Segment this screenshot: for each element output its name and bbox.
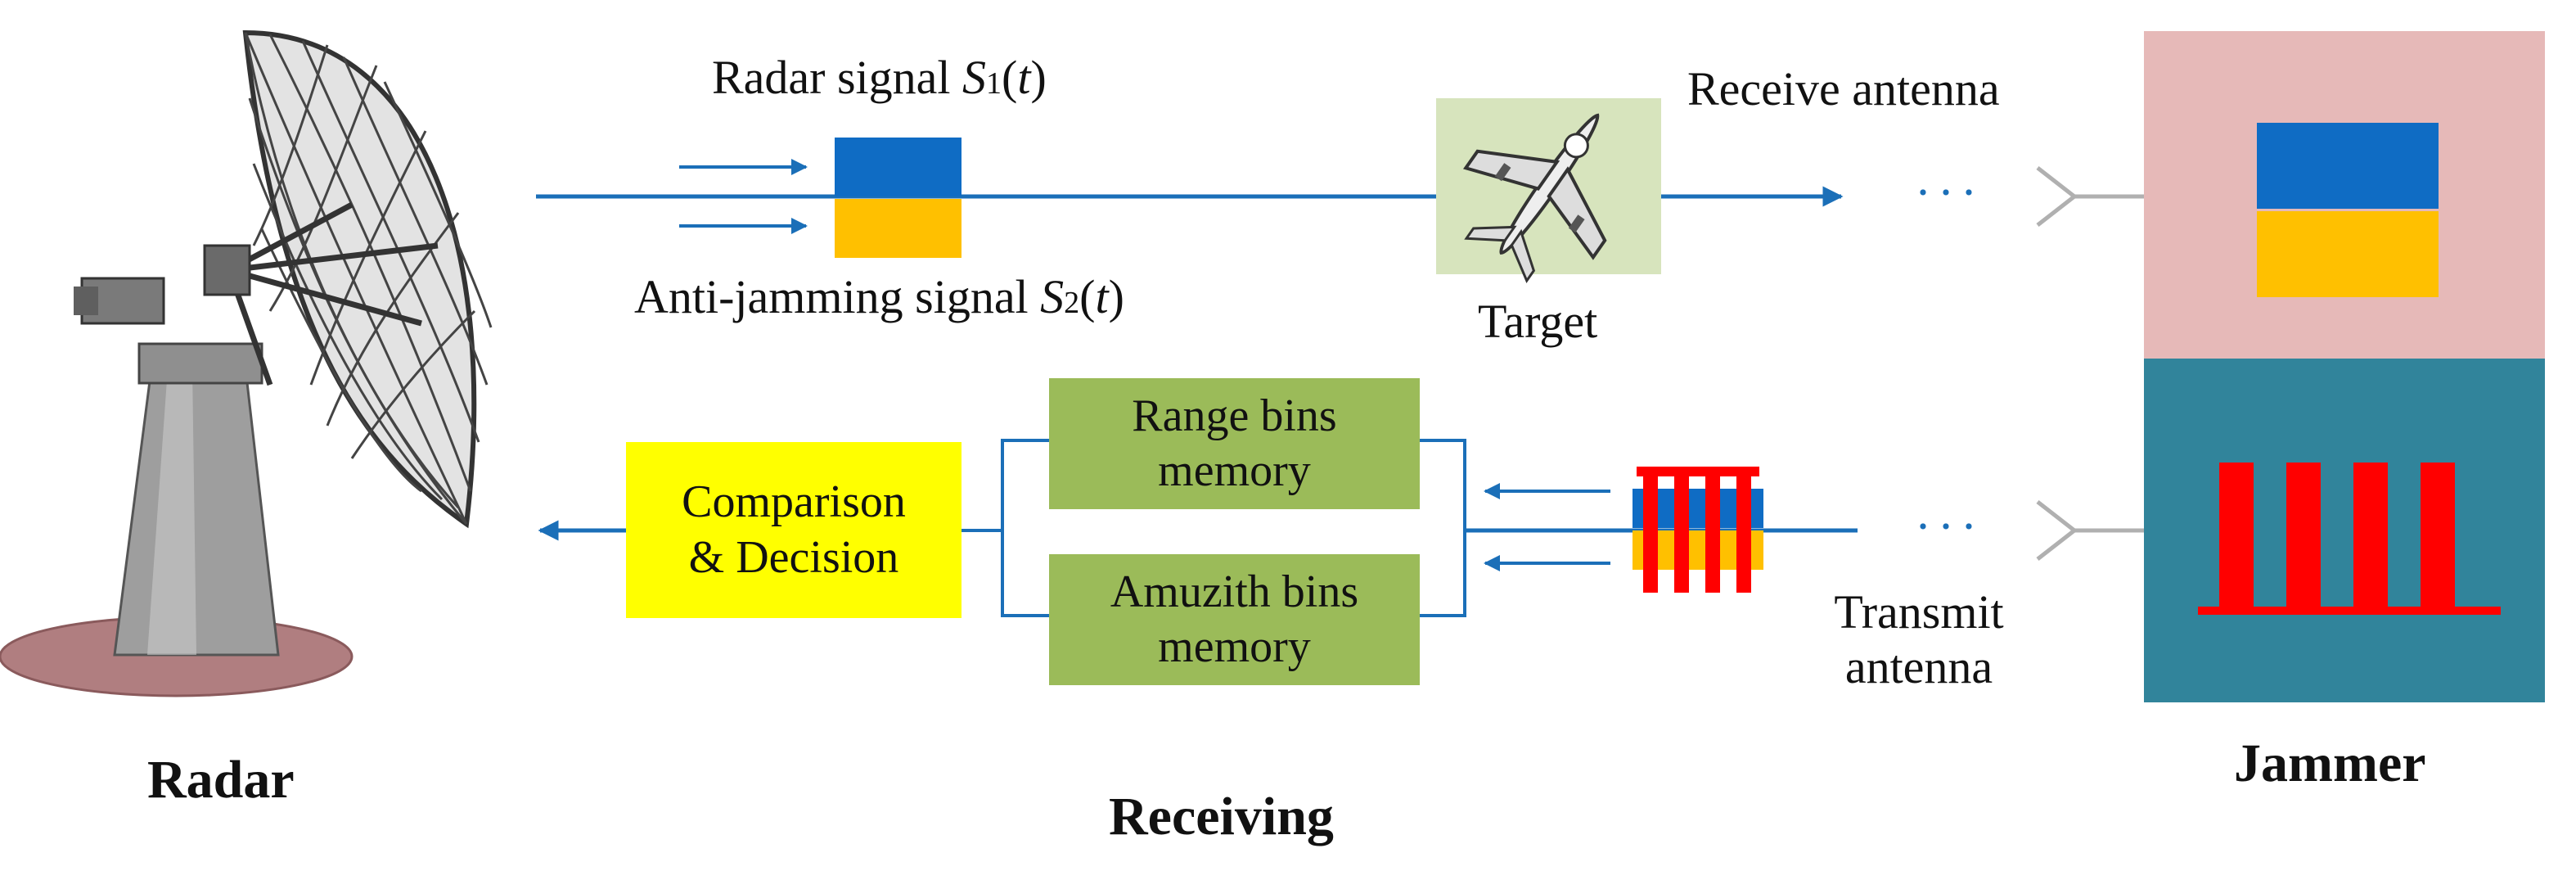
anti-signal-time-var: t bbox=[1095, 270, 1109, 323]
target-aircraft bbox=[1436, 98, 1661, 283]
radar-signal-subscript: 1 bbox=[986, 66, 1002, 101]
anti-signal-paren-close: ) bbox=[1108, 270, 1124, 323]
transmit-antenna-line1: Transmit bbox=[1834, 585, 2004, 639]
anti-signal-subscript: 2 bbox=[1064, 286, 1080, 320]
anti-jamming-signal-label: Anti-jamming signal S2(t) bbox=[634, 270, 1124, 325]
radar-caption: Radar bbox=[147, 750, 295, 810]
jammed-signal-block bbox=[1633, 467, 1763, 593]
azimuth-bins-line2: memory bbox=[1158, 621, 1311, 672]
memory-split-bracket-left bbox=[961, 439, 1049, 617]
radar-signal-symbol: S bbox=[962, 51, 987, 104]
range-bins-memory-box: Range bins memory bbox=[1049, 378, 1420, 509]
anti-signal-text: Anti-jamming signal bbox=[634, 270, 1041, 323]
azimuth-bins-memory-box: Amuzith bins memory bbox=[1049, 554, 1420, 685]
radar-signal-label: Radar signal S1(t) bbox=[712, 51, 1047, 106]
anti-signal-block bbox=[835, 199, 961, 258]
anti-signal-symbol: S bbox=[1040, 270, 1065, 323]
receive-path-ellipsis: ··· bbox=[1915, 165, 1984, 219]
comparison-line2: & Decision bbox=[688, 531, 899, 583]
jammer-pulse-train bbox=[2198, 463, 2501, 615]
receive-antenna-symbol bbox=[2036, 166, 2144, 227]
target-label: Target bbox=[1478, 295, 1598, 348]
transmit-path-ellipsis: ··· bbox=[1915, 499, 1984, 553]
jammer-radar-copy-block bbox=[2257, 123, 2439, 209]
jammer-caption: Jammer bbox=[2234, 733, 2426, 793]
radar-signal-paren-open: ( bbox=[1002, 51, 1018, 104]
transmit-antenna-line2: antenna bbox=[1844, 639, 1993, 693]
radar-signal-paren-close: ) bbox=[1030, 51, 1047, 104]
radar-signal-time-var: t bbox=[1017, 51, 1031, 104]
radar-signal-text: Radar signal bbox=[712, 51, 963, 104]
range-bins-line1: Range bins bbox=[1132, 390, 1337, 441]
comparison-decision-box: Comparison & Decision bbox=[626, 442, 961, 618]
transmit-antenna-label: Transmit antenna bbox=[1796, 585, 2042, 694]
radar-signal-block bbox=[835, 138, 961, 196]
comparison-line1: Comparison bbox=[682, 476, 906, 528]
receive-antenna-label: Receive antenna bbox=[1687, 62, 2000, 115]
range-bins-line2: memory bbox=[1158, 445, 1311, 496]
jammer-anti-copy-block bbox=[2257, 211, 2439, 297]
receiving-caption: Receiving bbox=[1109, 787, 1334, 846]
anti-signal-paren-open: ( bbox=[1079, 270, 1096, 323]
radar-dish-image bbox=[0, 29, 493, 697]
jammer-transmitter-panel bbox=[2144, 359, 2545, 702]
transmit-antenna-symbol bbox=[2036, 500, 2144, 561]
memory-split-bracket-right bbox=[1420, 439, 1466, 617]
azimuth-bins-line1: Amuzith bins bbox=[1110, 566, 1359, 617]
